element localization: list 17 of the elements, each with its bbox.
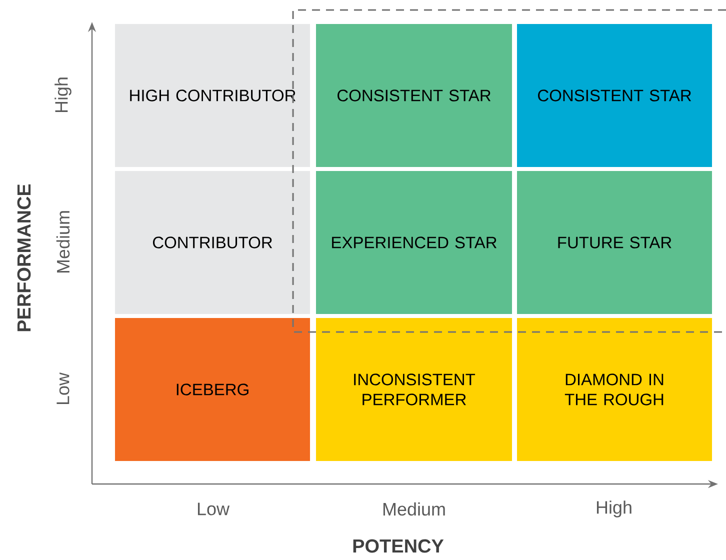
tick-label: High — [596, 500, 632, 518]
matrix-cell: INCONSISTENT PERFORMER — [316, 318, 512, 461]
tick-label: Low — [56, 372, 70, 404]
matrix-cell: HIGH CONTRIBUTOR — [115, 24, 310, 167]
tick-label: Medium — [383, 502, 445, 516]
matrix-cell: EXPERIENCED STAR — [316, 171, 512, 314]
matrix-cell: ICEBERG — [115, 318, 310, 461]
tick-label: Low — [198, 502, 230, 516]
tick-label: Medium — [56, 211, 70, 273]
matrix-cell: CONSISTENT STAR — [517, 24, 712, 167]
matrix-cell: CONTRIBUTOR — [115, 171, 310, 314]
matrix-cell: FUTURE STAR — [517, 171, 712, 314]
axis-title: POTENCY — [353, 539, 444, 553]
matrix-cell: DIAMOND IN THE ROUGH — [517, 318, 712, 461]
axis-title: PERFORMANCE — [17, 184, 31, 332]
tick-label: High — [54, 78, 72, 112]
matrix-cell: CONSISTENT STAR — [316, 24, 512, 167]
